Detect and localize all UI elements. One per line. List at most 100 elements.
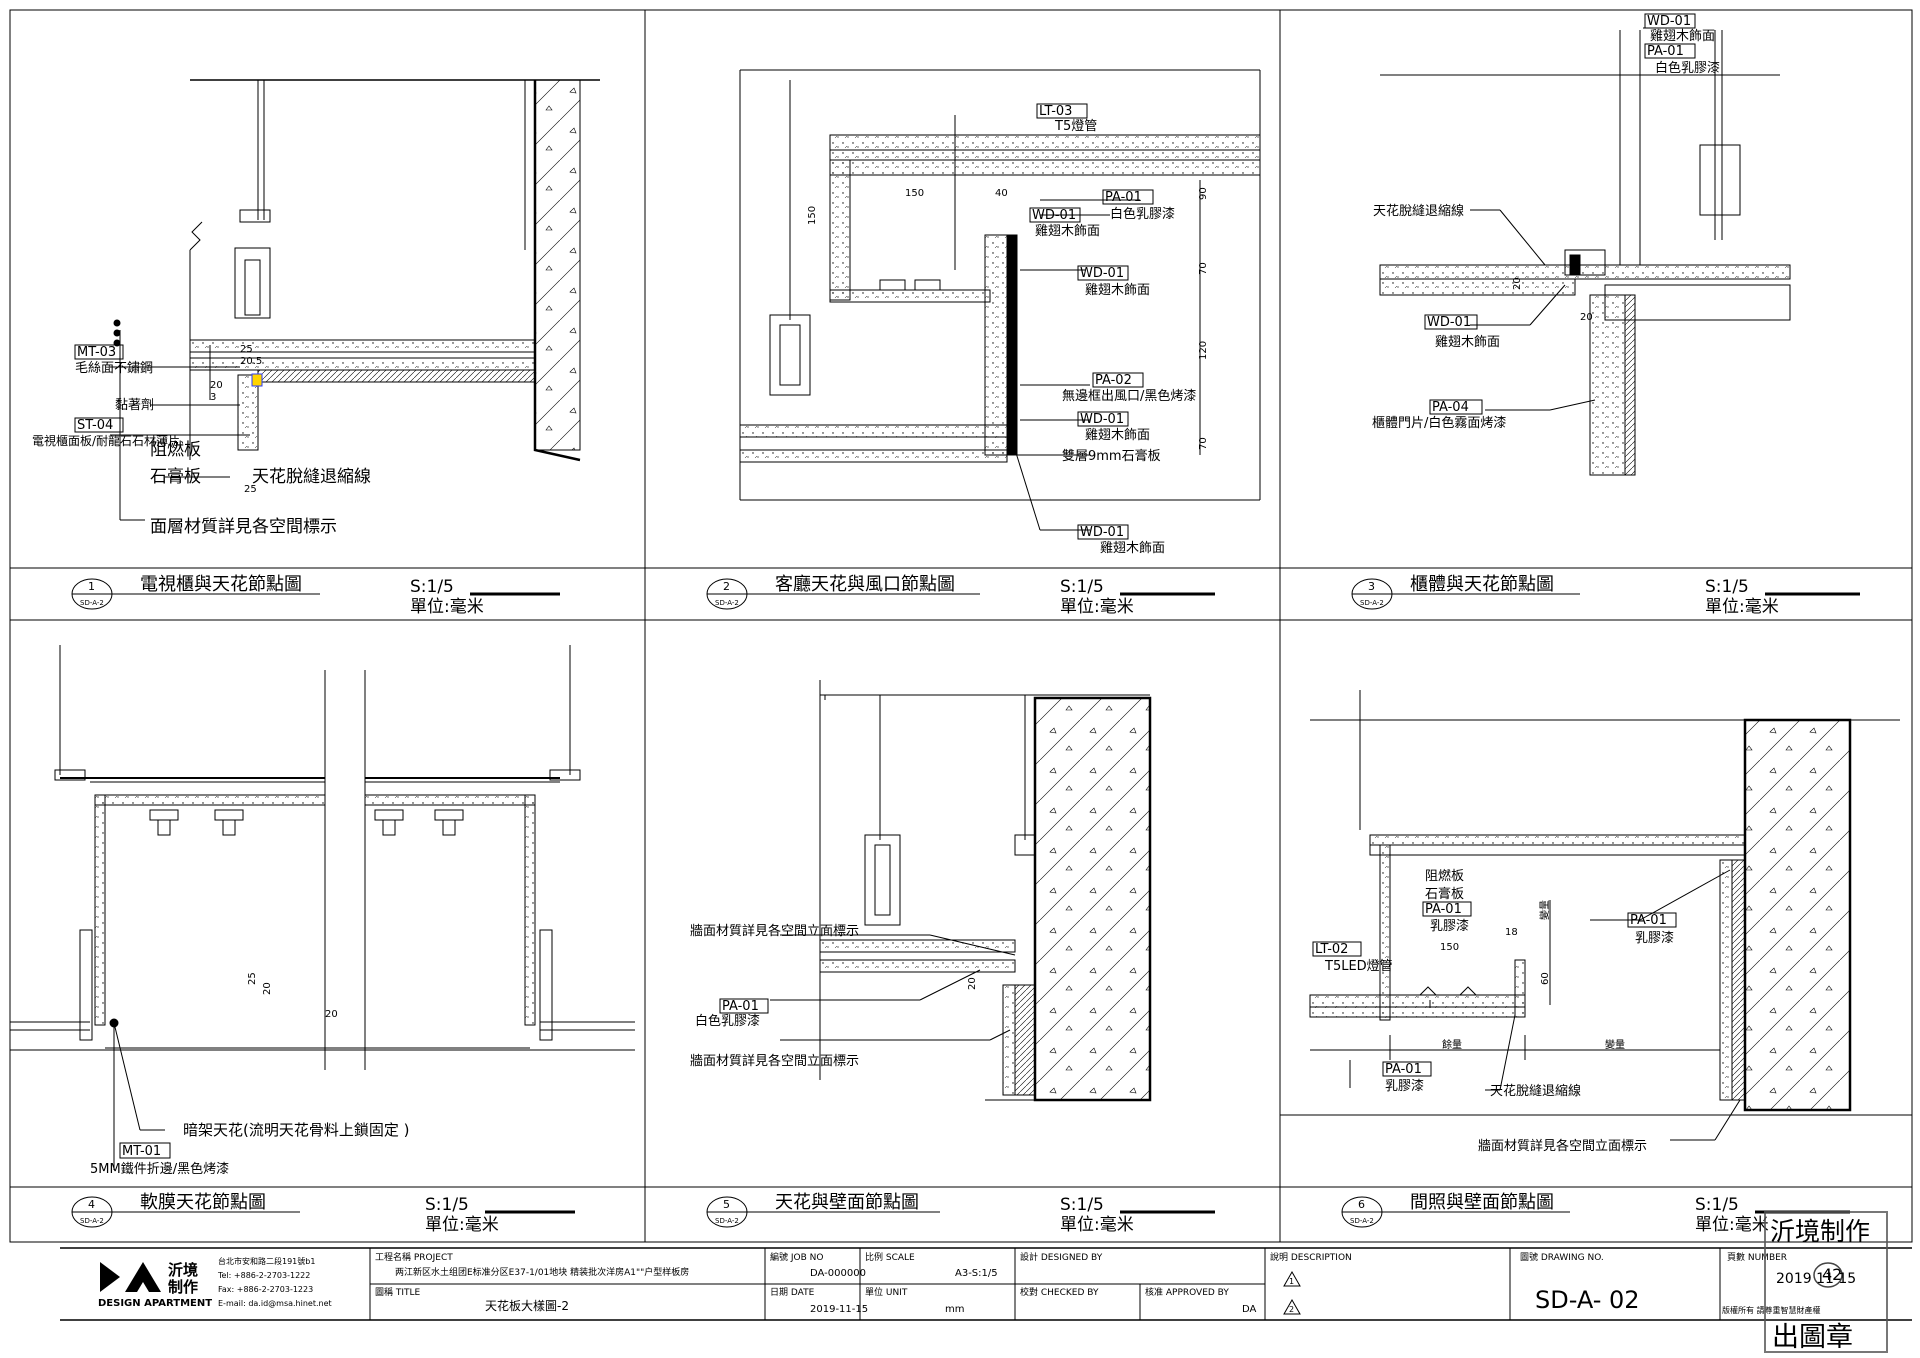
stamp-bottom-text: 出圖章 [1772, 1322, 1853, 1353]
company-email: E-mail: da.id@msa.hinet.net [218, 1299, 332, 1308]
ann-3-code-3: WD-01 [1427, 315, 1471, 330]
revision-2-triangle [1283, 1298, 1301, 1315]
detail-1-unit: 單位:毫米 [410, 597, 484, 617]
ann-6-code-4: LT-02 [1315, 942, 1348, 957]
company-logo: 沂境 制作 DESIGN APARTMENT [98, 1261, 212, 1309]
detail-4-annotations: 暗架天花(流明天花骨料上鎖固定 ) MT-01 5MM鐵件折邊/黑色烤漆 [90, 1121, 409, 1177]
svg-text:4: 4 [88, 1198, 95, 1211]
dim-1-b: 20.5 [240, 356, 262, 367]
ann-2-text-0: T5燈管 [1054, 119, 1097, 134]
designed-label: 設計 DESIGNED BY [1020, 1251, 1103, 1263]
ann-2-text-5: 雞翅木飾面 [1085, 427, 1150, 443]
ann-1-text-2: 電視櫃面板/耐龍石石材薄片 [32, 433, 180, 448]
page-value: 42 [1822, 1265, 1842, 1284]
ann-5-text-1: 白色乳膠漆 [695, 1013, 760, 1029]
detail-1-scale: S:1/5 [410, 577, 454, 597]
ann-6-text-5: 乳膠漆 [1385, 1078, 1424, 1094]
ann-6-text-6: 天花脫縫退縮線 [1490, 1083, 1581, 1099]
issue-stamp: 沂境制作 2019 11 15 出圖章 [1764, 1211, 1888, 1353]
copyright-text: 版權所有 請尊重智慧財產權 [1722, 1305, 1821, 1315]
revision-2-number: 2 [1289, 1305, 1294, 1314]
ann-3-text-4: 櫃體門片/白色霧面烤漆 [1372, 415, 1506, 431]
revision-1-number: 1 [1289, 1277, 1294, 1286]
dim-4-a: 25 [247, 972, 258, 985]
job-no-label: 編號 JOB NO [770, 1251, 823, 1263]
detail-6-drawing [1280, 690, 1912, 1141]
dim-4-c: 20 [325, 1009, 338, 1020]
detail-4-dimensions: 25 20 20 [247, 972, 338, 1020]
ann-5-text-2: 牆面材質詳見各空間立面標示 [690, 1053, 859, 1069]
ann-3-text-3: 雞翅木飾面 [1435, 334, 1500, 350]
revision-1-triangle [1283, 1270, 1301, 1287]
dim-1-e: 25 [244, 484, 257, 495]
ann-3-text-2: 天花脫縫退縮線 [1373, 203, 1464, 219]
ann-3-text-0: 雞翅木飾面 [1650, 28, 1715, 44]
approved-value: DA [1242, 1304, 1257, 1315]
ann-2-code-0: LT-03 [1039, 104, 1072, 119]
ann-5-code-1: PA-01 [722, 999, 759, 1014]
svg-text:SD-A-2: SD-A-2 [80, 1217, 104, 1225]
ann-3-code-1: PA-01 [1647, 44, 1684, 59]
svg-text:SD-A-2: SD-A-2 [80, 599, 104, 607]
svg-text:1: 1 [88, 580, 95, 593]
svg-text:SD-A-2: SD-A-2 [715, 599, 739, 607]
ann-1-text-0: 毛絲面不鏽鋼 [75, 361, 153, 376]
ann-6-text-2: 乳膠漆 [1430, 918, 1469, 934]
ann-6-code-3: PA-01 [1630, 913, 1667, 928]
svg-text:制作: 制作 [168, 1278, 198, 1296]
detail-6-title-text: 間照與壁面節點圖 [1410, 1192, 1554, 1213]
drawing-title-value: 天花板大樣圖-2 [485, 1298, 569, 1313]
ann-6-code-2: PA-01 [1425, 902, 1462, 917]
detail-5-scale: S:1/5 [1060, 1195, 1104, 1215]
date-label: 日期 DATE [770, 1287, 815, 1298]
page-label: 頁數 NUMBER [1727, 1251, 1787, 1263]
ann-2-text-3: 雞翅木飾面 [1085, 282, 1150, 298]
ann-2-code-3: WD-01 [1080, 266, 1124, 281]
drawing-no-value: SD-A- 02 [1535, 1286, 1640, 1314]
description-label: 說明 DESCRIPTION [1270, 1251, 1352, 1263]
detail-3-unit: 單位:毫米 [1705, 597, 1779, 617]
svg-text:SD-A-2: SD-A-2 [1350, 1217, 1374, 1225]
svg-text:6: 6 [1358, 1198, 1365, 1211]
dim-5-a: 20 [967, 977, 978, 990]
detail-4-unit: 單位:毫米 [425, 1215, 499, 1235]
detail-5-title-text: 天花與壁面節點圖 [775, 1192, 919, 1213]
dim-6-d: 60 [1540, 972, 1551, 985]
ann-6-text-1: 石膏板 [1425, 886, 1464, 902]
dim-2-c: 150 [807, 206, 818, 225]
svg-text:2: 2 [723, 580, 730, 593]
dim-2-b: 40 [995, 188, 1008, 199]
title-block: 沂境 制作 DESIGN APARTMENT 台北市安和路二段191號b1 Te… [60, 1211, 1912, 1353]
detail-5-drawing [770, 680, 1152, 1102]
ann-3-code-4: PA-04 [1432, 400, 1469, 415]
detail-3-drawing [1379, 27, 1791, 476]
detail-5-title: 5 SD-A-2 天花與壁面節點圖 S:1/5 單位:毫米 [706, 1192, 1215, 1235]
detail-3-scale: S:1/5 [1705, 577, 1749, 597]
svg-text:SD-A-2: SD-A-2 [1360, 599, 1384, 607]
detail-2-title-text: 客廳天花與風口節點圖 [775, 574, 955, 595]
ann-1-text-5: 天花脫縫退縮線 [252, 467, 371, 487]
drawing-no-label: 圖號 DRAWING NO. [1520, 1251, 1604, 1263]
company-fax: Fax: +886-2-2703-1223 [218, 1285, 313, 1294]
dim-6-f: 變量 [1605, 1038, 1625, 1051]
detail-1-annotations: MT-03 毛絲面不鏽鋼 黏著劑 ST-04 電視櫃面板/耐龍石石材薄片 阻燃板… [32, 344, 371, 537]
detail-6-annotations: 阻燃板 石膏板 PA-01 乳膠漆 PA-01 乳膠漆 LT-02 T5LED燈… [1312, 868, 1677, 1154]
detail-6-title: 6 SD-A-2 間照與壁面節點圖 S:1/5 單位:毫米 [1341, 1192, 1850, 1235]
ann-4-text-1: 5MM鐵件折邊/黑色烤漆 [90, 1161, 229, 1177]
ann-2-text-6: 雙層9mm石膏板 [1062, 448, 1161, 464]
detail-1-dimensions: 25 20.5 20 3 25 [210, 344, 262, 495]
dim-2-a: 150 [905, 188, 924, 199]
ann-2-text-7: 雞翅木飾面 [1100, 540, 1165, 556]
detail-3-title-text: 櫃體與天花節點圖 [1410, 574, 1554, 595]
ann-1-code-0: MT-03 [77, 345, 116, 360]
detail-1-title: 1 SD-A-2 電視櫃與天花節點圖 S:1/5 單位:毫米 [71, 574, 560, 617]
detail-2-annotations: LT-03 T5燈管 PA-01 白色乳膠漆 WD-01 雞翅木飾面 WD-01… [1029, 103, 1196, 556]
detail-3-dimensions: 20 20 [1512, 277, 1593, 323]
ann-4-text-0: 暗架天花(流明天花骨料上鎖固定 ) [183, 1121, 409, 1139]
dim-2-g: 70 [1198, 437, 1209, 450]
detail-2-dimensions: 150 40 150 90 70 120 70 [807, 187, 1209, 450]
ann-1-text-6: 面層材質詳見各空間標示 [150, 517, 337, 537]
ann-2-text-1: 白色乳膠漆 [1110, 206, 1175, 222]
dim-2-f: 120 [1198, 341, 1209, 360]
